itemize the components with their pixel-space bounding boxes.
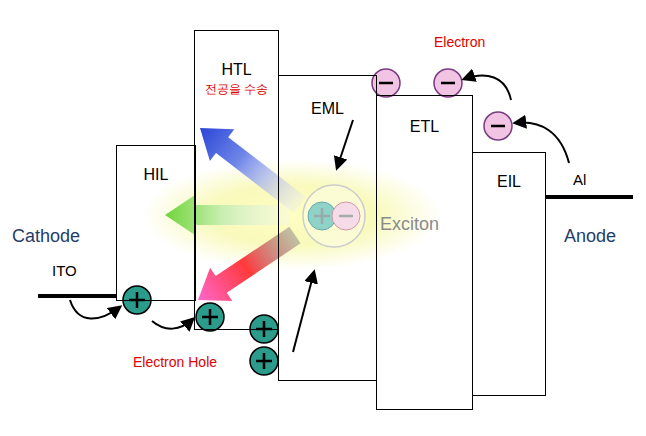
anode-label: Anode: [564, 226, 616, 247]
ito-label: ITO: [52, 262, 77, 279]
blue-emission-arrow: [200, 128, 306, 213]
hil-layer: HIL: [116, 145, 196, 301]
layer-heading: EML: [311, 100, 344, 118]
green-emission-arrow: [165, 195, 290, 235]
exciton-label: Exciton: [380, 214, 439, 235]
htl-layer: HTL 전공을 수송: [194, 30, 279, 330]
ito-electrode: [38, 294, 117, 298]
eil-layer: EIL: [472, 152, 546, 396]
hole-charges: [123, 286, 278, 375]
layer-heading: HIL: [144, 166, 169, 184]
exciton-ring: [303, 185, 365, 247]
layer-heading: ETL: [410, 118, 439, 136]
layer-note: 전공을 수송: [205, 83, 268, 97]
electron-hole-label: Electron Hole: [133, 354, 217, 370]
layer-heading: EIL: [497, 173, 521, 191]
al-electrode: [545, 195, 633, 199]
al-label: Al: [573, 171, 586, 188]
electron-label: Electron: [434, 34, 485, 50]
exciton-electron: [332, 202, 360, 230]
transport-arrows: [70, 75, 569, 352]
eml-layer: EML: [278, 75, 377, 381]
etl-layer: ETL: [376, 95, 473, 410]
exciton-glow: [142, 160, 442, 270]
cathode-label: Cathode: [12, 226, 80, 247]
red-emission-arrow: [198, 227, 301, 301]
layer-heading: HTL: [221, 61, 251, 79]
electron-charges: [372, 69, 512, 140]
